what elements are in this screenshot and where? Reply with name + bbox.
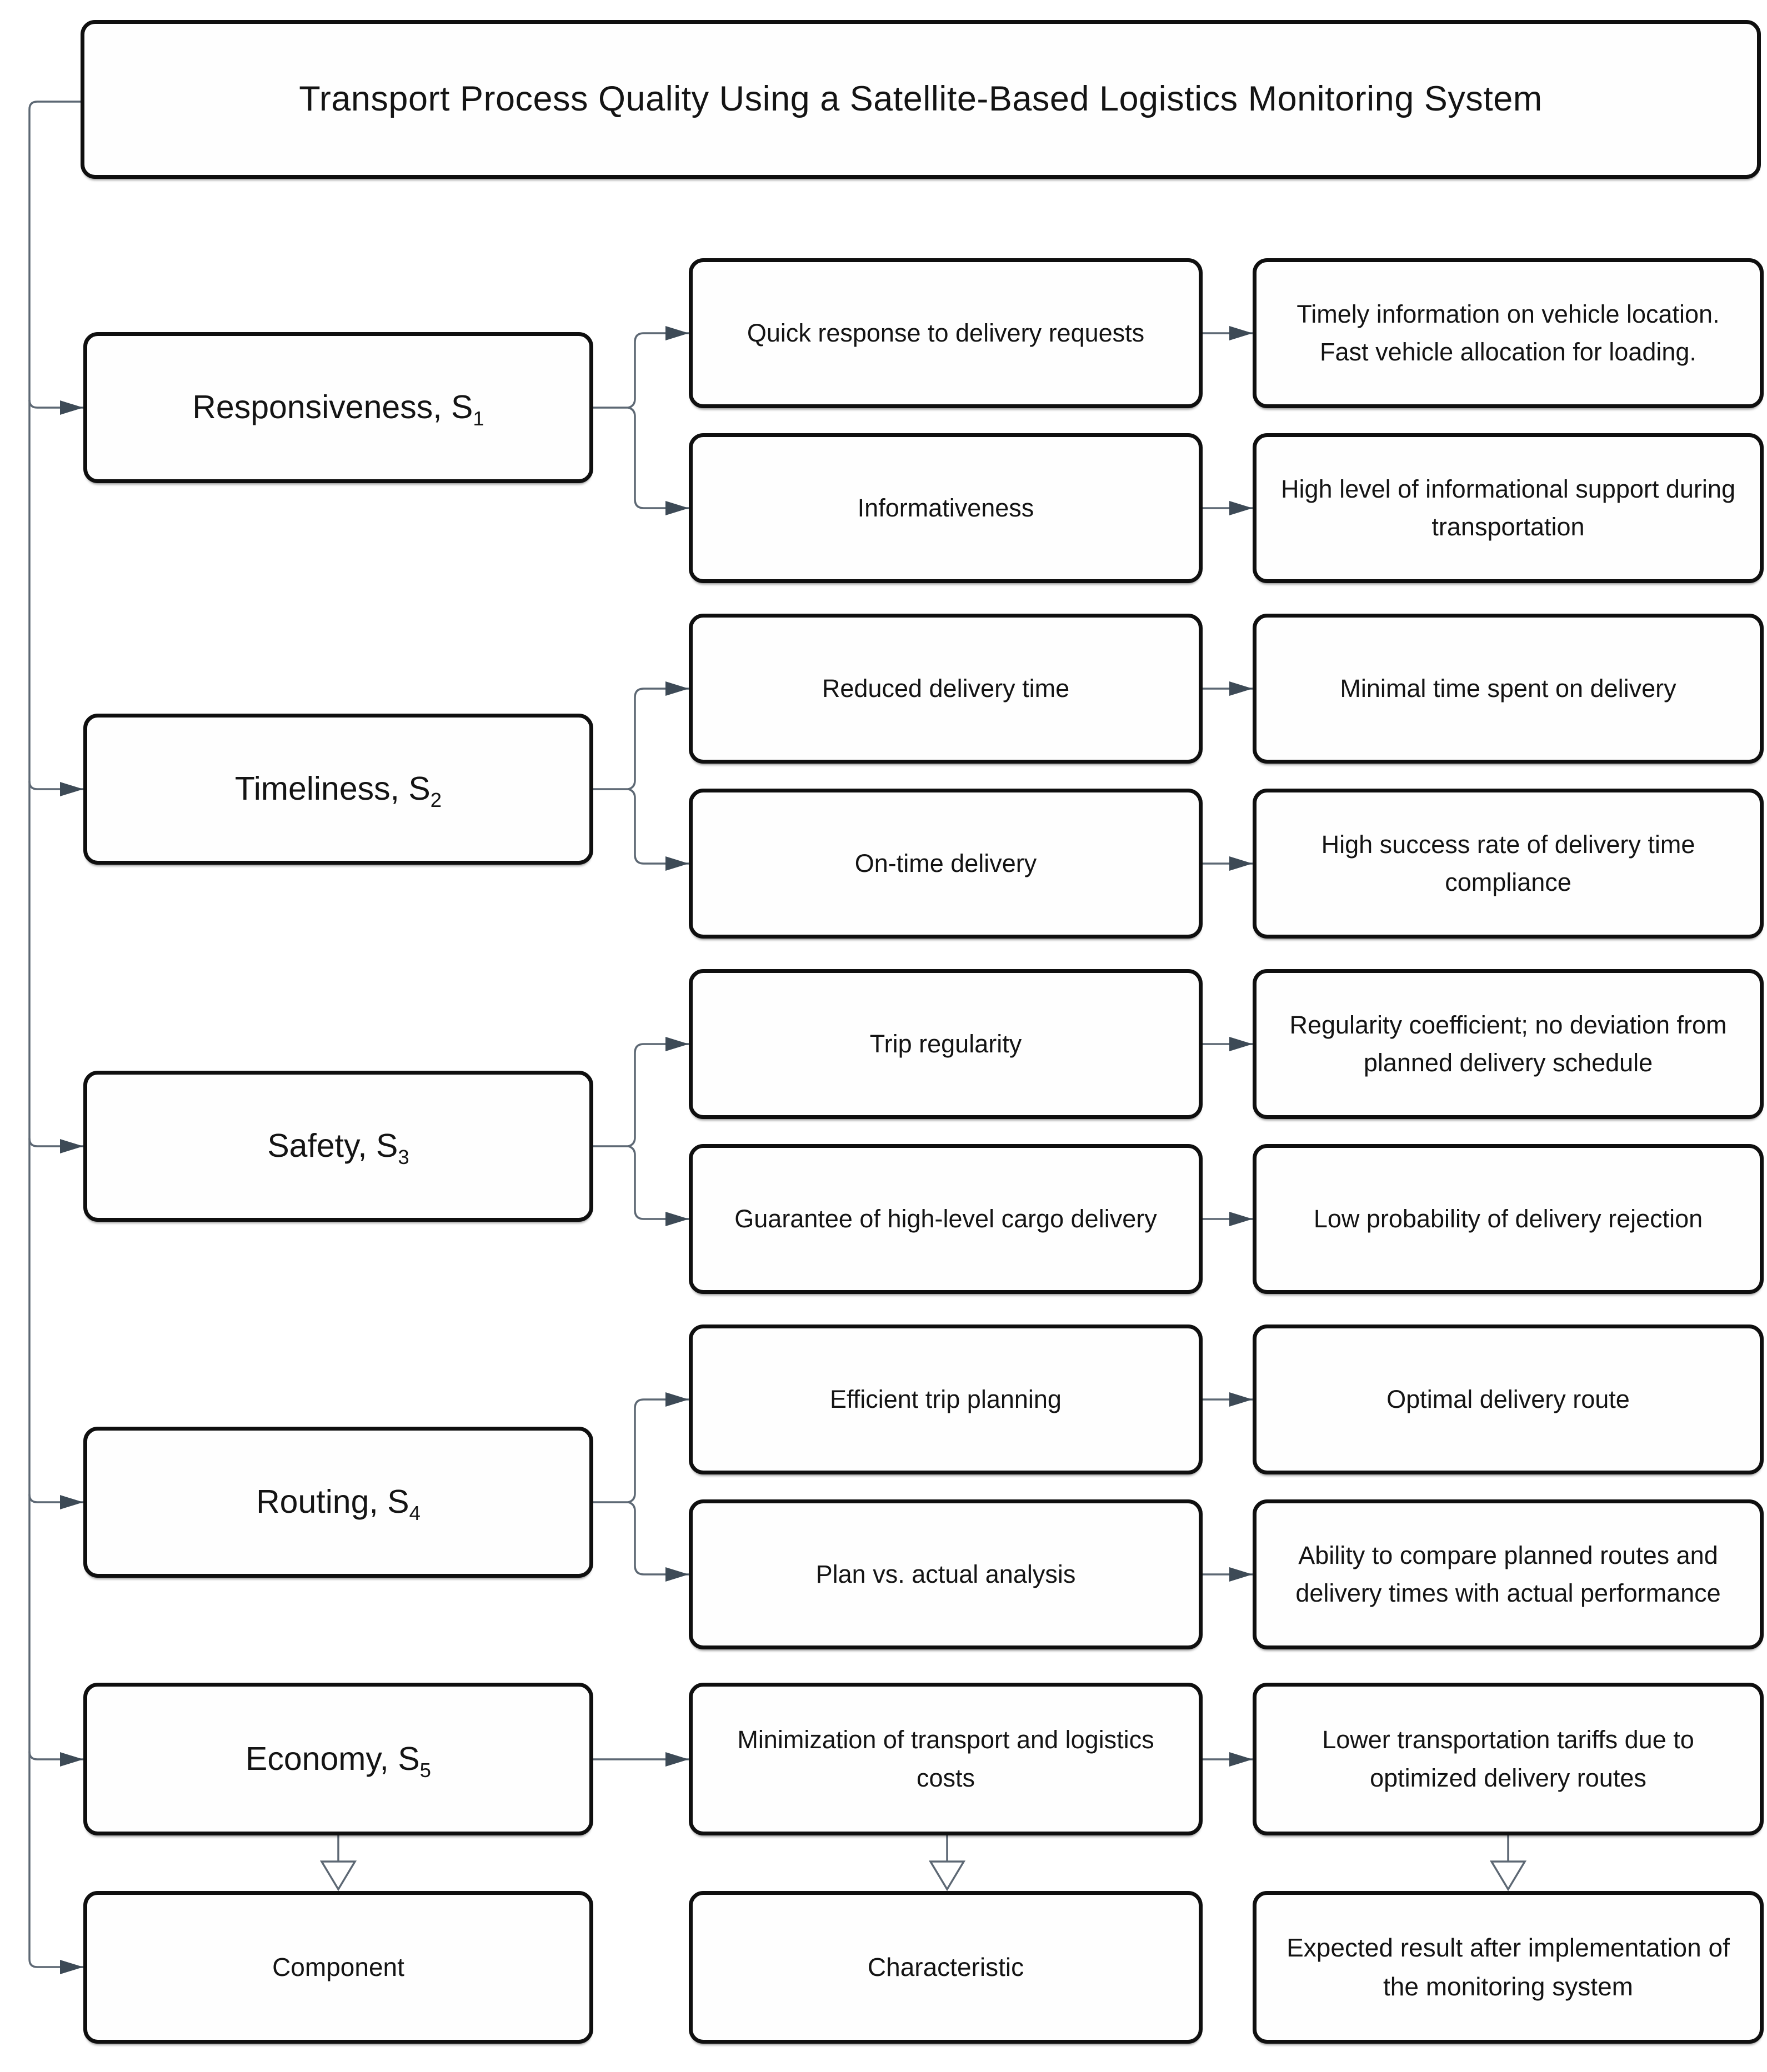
trunk-branch-s5 [28, 1751, 83, 1767]
result-box-timely-information: Timely information on vehicle location. … [1253, 258, 1764, 408]
component-box-responsiveness: Responsiveness, S1 [83, 332, 593, 483]
result-text: Regularity coefficient; no deviation fro… [1289, 1010, 1727, 1077]
bracket-bottom-s2 [628, 788, 689, 871]
characteristic-box-cargo-delivery-guarantee: Guarantee of high-level cargo delivery [689, 1144, 1203, 1294]
component-sub: 5 [419, 1758, 432, 1782]
legend-result-text: Expected result after implementation of … [1287, 1933, 1730, 2001]
component-label: Economy, S [245, 1740, 420, 1777]
bracket-top-s4 [628, 1392, 689, 1503]
result-box-compliance-rate: High success rate of delivery time compl… [1253, 789, 1764, 939]
component-label: Timeliness, S [234, 770, 431, 807]
result-text: Timely information on vehicle location. … [1297, 299, 1720, 366]
bracket-bottom-s4 [628, 1501, 689, 1582]
bracket-top-s1 [628, 326, 689, 409]
legend-characteristic-box: Characteristic [689, 1891, 1203, 2044]
characteristic-box-quick-response: Quick response to delivery requests [689, 258, 1203, 408]
diagram-title-text: Transport Process Quality Using a Satell… [299, 79, 1543, 119]
result-text: Lower transportation tariffs due to opti… [1322, 1725, 1694, 1792]
component-label: Responsiveness, S [192, 389, 473, 426]
legend-component-text: Component [272, 1952, 404, 1981]
characteristic-text: Plan vs. actual analysis [815, 1559, 1076, 1588]
result-text: Ability to compare planned routes and de… [1295, 1541, 1721, 1607]
characteristic-box-informativeness: Informativeness [689, 433, 1203, 583]
characteristic-box-cost-minimization: Minimization of transport and logistics … [689, 1683, 1203, 1835]
legend-component-box: Component [83, 1891, 593, 2044]
characteristic-text: Minimization of transport and logistics … [737, 1725, 1154, 1792]
characteristic-text: Efficient trip planning [830, 1384, 1062, 1413]
result-box-route-comparison: Ability to compare planned routes and de… [1253, 1499, 1764, 1649]
result-text: High success rate of delivery time compl… [1321, 830, 1695, 896]
trunk-branch-s3 [28, 1138, 83, 1153]
characteristic-box-trip-regularity: Trip regularity [689, 969, 1203, 1119]
result-text: Optimal delivery route [1386, 1384, 1630, 1413]
component-sub: 1 [473, 407, 484, 430]
hollow-arrow-down-icon [928, 1860, 966, 1892]
bracket-bottom-s3 [628, 1145, 689, 1226]
characteristic-text: Reduced delivery time [822, 674, 1070, 703]
component-box-safety: Safety, S3 [83, 1071, 593, 1222]
characteristic-box-reduced-delivery-time: Reduced delivery time [689, 614, 1203, 764]
trunk-branch-s2 [28, 781, 83, 796]
hollow-arrow-down-icon [319, 1860, 357, 1892]
trunk-branch-s4 [28, 1494, 83, 1509]
diagram-title: Transport Process Quality Using a Satell… [81, 20, 1761, 179]
characteristic-text: Trip regularity [869, 1029, 1022, 1058]
component-label: Safety, S [267, 1127, 398, 1165]
component-sub: 3 [398, 1145, 409, 1168]
component-label: Routing, S [256, 1483, 409, 1521]
result-box-informational-support: High level of informational support duri… [1253, 433, 1764, 583]
component-box-timeliness: Timeliness, S2 [83, 714, 593, 865]
characteristic-text: Informativeness [857, 493, 1034, 522]
component-sub: 2 [430, 788, 442, 811]
component-sub: 4 [409, 1501, 421, 1524]
result-box-optimal-route: Optimal delivery route [1253, 1325, 1764, 1474]
characteristic-box-efficient-trip-planning: Efficient trip planning [689, 1325, 1203, 1474]
legend-result-box: Expected result after implementation of … [1253, 1891, 1764, 2044]
result-text: Minimal time spent on delivery [1340, 674, 1676, 703]
characteristic-text: Guarantee of high-level cargo delivery [734, 1204, 1157, 1233]
legend-characteristic-text: Characteristic [867, 1952, 1024, 1981]
result-box-lower-tariffs: Lower transportation tariffs due to opti… [1253, 1683, 1764, 1835]
result-box-regularity-coefficient: Regularity coefficient; no deviation fro… [1253, 969, 1764, 1119]
characteristic-text: Quick response to delivery requests [747, 318, 1145, 347]
result-text: High level of informational support duri… [1281, 474, 1735, 541]
bracket-top-s3 [628, 1037, 689, 1147]
trunk-branch-s1 [28, 399, 83, 415]
bracket-bottom-s1 [628, 407, 689, 515]
characteristic-box-plan-vs-actual: Plan vs. actual analysis [689, 1499, 1203, 1649]
trunk-connector [28, 101, 83, 1974]
result-box-minimal-time: Minimal time spent on delivery [1253, 614, 1764, 764]
hollow-arrow-down-icon [1489, 1860, 1527, 1892]
result-text: Low probability of delivery rejection [1313, 1204, 1703, 1233]
component-box-routing: Routing, S4 [83, 1427, 593, 1578]
characteristic-text: On-time delivery [854, 849, 1037, 877]
component-box-economy: Economy, S5 [83, 1683, 593, 1835]
result-box-low-rejection-probability: Low probability of delivery rejection [1253, 1144, 1764, 1294]
characteristic-box-on-time-delivery: On-time delivery [689, 789, 1203, 939]
bracket-top-s2 [628, 681, 689, 790]
